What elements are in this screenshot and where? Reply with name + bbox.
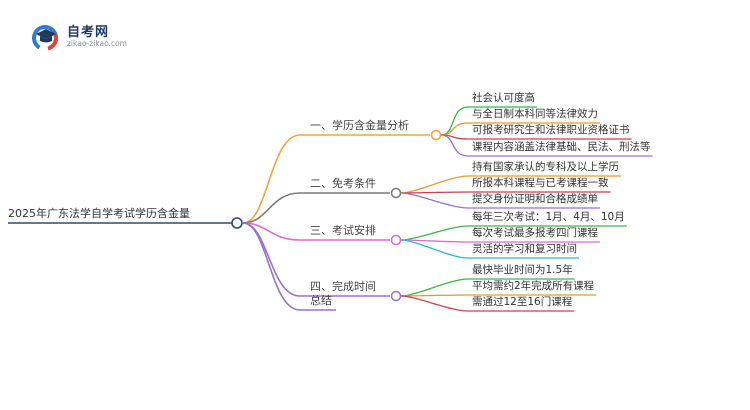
branch-label-2: 二、免考条件 <box>310 177 376 190</box>
root-node <box>231 217 243 229</box>
branch-node <box>430 129 442 141</box>
leaf-connector <box>400 278 469 297</box>
branch-label-1: 一、学历含金量分析 <box>310 119 409 132</box>
leaf-connector <box>400 225 469 241</box>
root-topic: 2025年广东法学自学考试学历含金量 <box>8 207 190 220</box>
leaf-connector <box>440 106 469 136</box>
branch-node <box>390 234 402 246</box>
leaf-connector <box>400 295 469 312</box>
leaf-connector <box>400 192 469 209</box>
leaf-label: 最快毕业时间为1.5年 <box>472 264 573 276</box>
graduation-cap-logo-icon <box>32 25 58 51</box>
leaf-label: 与全日制本科同等法律效力 <box>472 108 598 120</box>
leaf-label: 每年三次考试：1月、4月、10月 <box>472 211 625 223</box>
branch-connector <box>242 222 301 241</box>
logo-url: zikao-zikao.com <box>67 39 127 48</box>
leaf-connector <box>400 294 469 297</box>
branch-label-5: 总结 <box>310 294 332 307</box>
logo-name: 自考网 <box>67 25 110 40</box>
leaf-label: 平均需约2年完成所有课程 <box>472 280 595 292</box>
site-logo: 自考网 zikao-zikao.com <box>30 20 170 54</box>
leaf-connector <box>400 239 469 259</box>
branch-node <box>390 290 402 302</box>
branch-connector <box>242 192 301 224</box>
leaf-connector <box>440 134 469 157</box>
leaf-label: 课程内容涵盖法律基础、民法、刑法等 <box>472 141 651 153</box>
branch-node <box>390 187 402 199</box>
branch-connector <box>242 134 301 224</box>
branch-connector <box>242 222 301 311</box>
branch-label-3: 三、考试安排 <box>310 224 376 237</box>
leaf-label: 持有国家承认的专科及以上学历 <box>472 161 619 173</box>
leaf-label: 灵活的学习和复习时间 <box>472 243 577 255</box>
leaf-connector <box>400 191 469 194</box>
leaf-label: 提交身份证明和合格成绩单 <box>472 193 598 205</box>
leaf-connector <box>440 122 469 136</box>
leaf-connector <box>400 175 469 194</box>
leaf-label: 社会认可度高 <box>472 92 535 104</box>
branch-connector <box>242 222 301 297</box>
leaf-label: 需通过12至16门课程 <box>472 296 573 308</box>
branch-label-4: 四、完成时间 <box>310 280 376 293</box>
leaf-label: 每次考试最多报考四门课程 <box>472 227 598 239</box>
leaf-label: 所报本科课程与已考课程一致 <box>472 177 609 189</box>
leaf-label: 可报考研究生和法律职业资格证书 <box>472 124 630 136</box>
